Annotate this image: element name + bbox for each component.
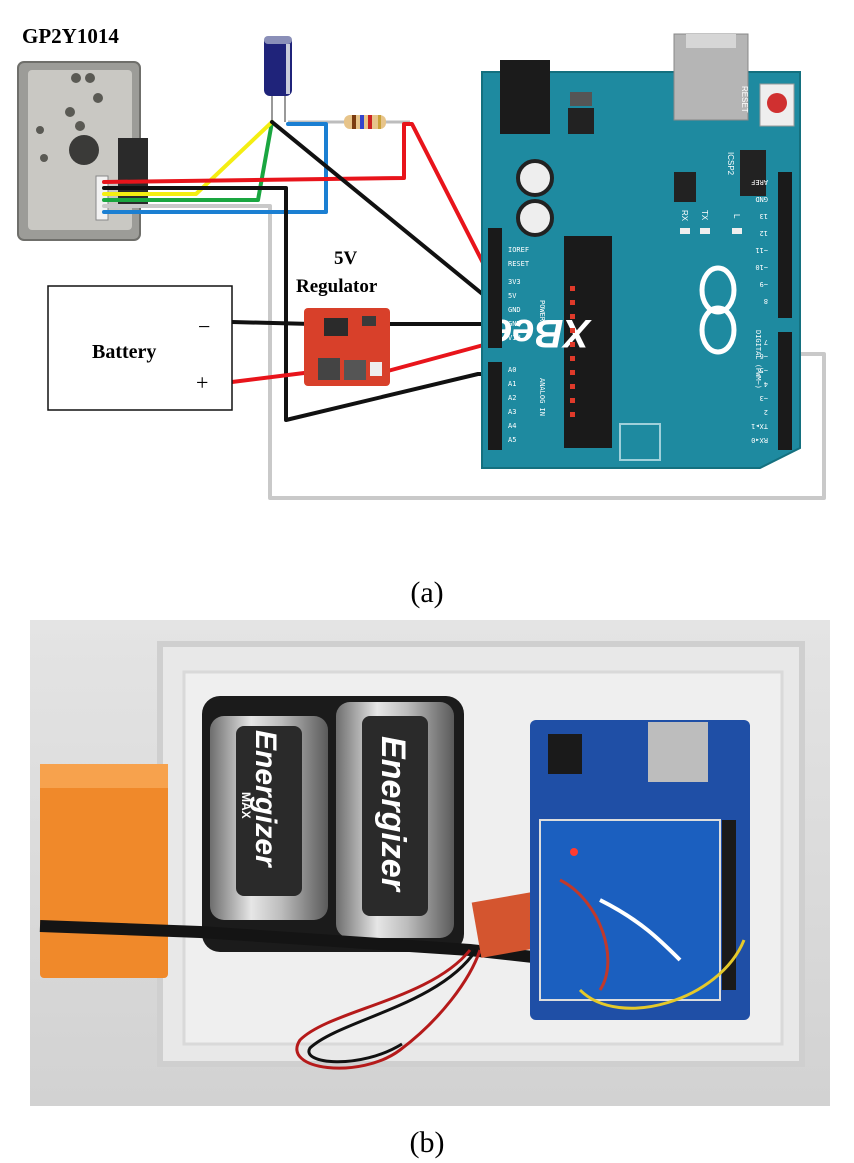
battery: Battery − + xyxy=(47,285,233,411)
tx-label: TX xyxy=(700,210,709,221)
pin-label: A3 xyxy=(508,408,516,416)
sensor-label: GP2Y1014 xyxy=(22,24,119,48)
xbee-header-dot xyxy=(570,286,575,291)
pin-label: A5 xyxy=(508,436,516,444)
regulator-label-line1: 5V xyxy=(334,248,358,269)
l-label: L xyxy=(732,214,741,219)
pin-label: GND xyxy=(508,306,521,314)
xbee-header-dots xyxy=(570,286,575,417)
wire-red-battery xyxy=(230,370,314,384)
xbee-header-dot xyxy=(570,300,575,305)
digital-pin-labels: AREF GND 13 12 ~11 ~10 ~9 8 7 ~6 ~5 4 ~3 2TX▸1RX◂0 DIG… xyxy=(751,178,768,444)
pin-label: VIN xyxy=(508,334,521,342)
digital-pin-label: 12 xyxy=(760,229,768,237)
battery-brand-1: Energizer xyxy=(249,730,282,869)
digital-header-label: DIGITAL (PWM~) xyxy=(754,330,762,389)
digital-pin-label: GND xyxy=(755,195,768,203)
digital-pin-label: ~9 xyxy=(760,280,768,288)
icsp-label: ICSP2 xyxy=(726,152,735,176)
wire-black-battery xyxy=(230,320,314,326)
pin-label: A1 xyxy=(508,380,516,388)
wire-black-cap xyxy=(270,120,504,312)
xbee-header-dot xyxy=(570,370,575,375)
arduino-logo xyxy=(699,265,737,355)
xbee-header-dot xyxy=(570,314,575,319)
pin-label: RESET xyxy=(508,260,530,268)
battery-brand-2: Energizer xyxy=(374,736,412,893)
digital-pin-label: 2 xyxy=(764,408,768,416)
resistor xyxy=(288,115,410,129)
battery-max-label: MAX xyxy=(239,792,253,819)
digital-pin-label: TX▸1 xyxy=(751,422,768,430)
device-photo: Energizer Energizer MAX xyxy=(30,620,830,1106)
rx-label: RX xyxy=(680,210,689,222)
digital-pin-label: ~5 xyxy=(760,366,768,374)
regulator-label-line2: Regulator xyxy=(296,276,378,297)
power-pin-labels: IOREF RESET 3V3 5V GND GND VIN POWER xyxy=(508,246,546,342)
pin-label: GND xyxy=(508,320,521,328)
xbee-header-dot xyxy=(570,356,575,361)
digital-pin-label: 13 xyxy=(760,212,768,220)
regulator: 5V Regulator xyxy=(296,248,390,386)
arduino-board: RESET ICSP2 RX TX L XBee xyxy=(481,33,801,469)
orange-sensor-housing xyxy=(40,764,168,978)
analog-header-label: ANALOG IN xyxy=(538,378,546,416)
digital-pin-label: ~10 xyxy=(755,263,768,271)
xbee-header-dot xyxy=(570,342,575,347)
digital-pin-label: RX◂0 xyxy=(751,436,768,444)
digital-pin-label: ~11 xyxy=(755,246,768,254)
analog-pin-labels: A0 A1 A2 A3 A4 A5 ANALOG IN xyxy=(508,366,546,444)
battery-minus-label: − xyxy=(198,314,210,339)
xbee-header-dot xyxy=(570,398,575,403)
power-header-label: POWER xyxy=(538,300,546,322)
digital-pin-label: AREF xyxy=(751,178,768,186)
xbee-header-dot xyxy=(570,412,575,417)
xbee-header-dot xyxy=(570,384,575,389)
battery-plus-label: + xyxy=(196,370,208,395)
reset-label: RESET xyxy=(740,86,749,113)
pin-label: A4 xyxy=(508,422,516,430)
digital-pin-label: ~3 xyxy=(760,394,768,402)
wire-gray xyxy=(102,204,826,500)
battery-label: Battery xyxy=(92,341,156,363)
digital-pin-label: 7 xyxy=(764,338,768,346)
xbee-header-dot xyxy=(570,328,575,333)
caption-a: (a) xyxy=(410,576,443,609)
wire-yellow xyxy=(102,120,274,196)
digital-pin-label: 4 xyxy=(764,380,768,388)
wire-green xyxy=(102,120,274,202)
pin-label: 5V xyxy=(508,292,517,300)
pin-label: 3V3 xyxy=(508,278,521,286)
digital-pin-label: 8 xyxy=(764,297,768,305)
caption-b: (b) xyxy=(410,1126,445,1159)
pin-label: A0 xyxy=(508,366,516,374)
wiring-diagram: GP2Y1014 xyxy=(17,24,826,500)
pin-label: IOREF xyxy=(508,246,529,254)
pin-label: A2 xyxy=(508,394,516,402)
wire-red-5v xyxy=(102,122,504,302)
capacitor xyxy=(264,36,292,122)
digital-pin-label: ~6 xyxy=(760,352,768,360)
